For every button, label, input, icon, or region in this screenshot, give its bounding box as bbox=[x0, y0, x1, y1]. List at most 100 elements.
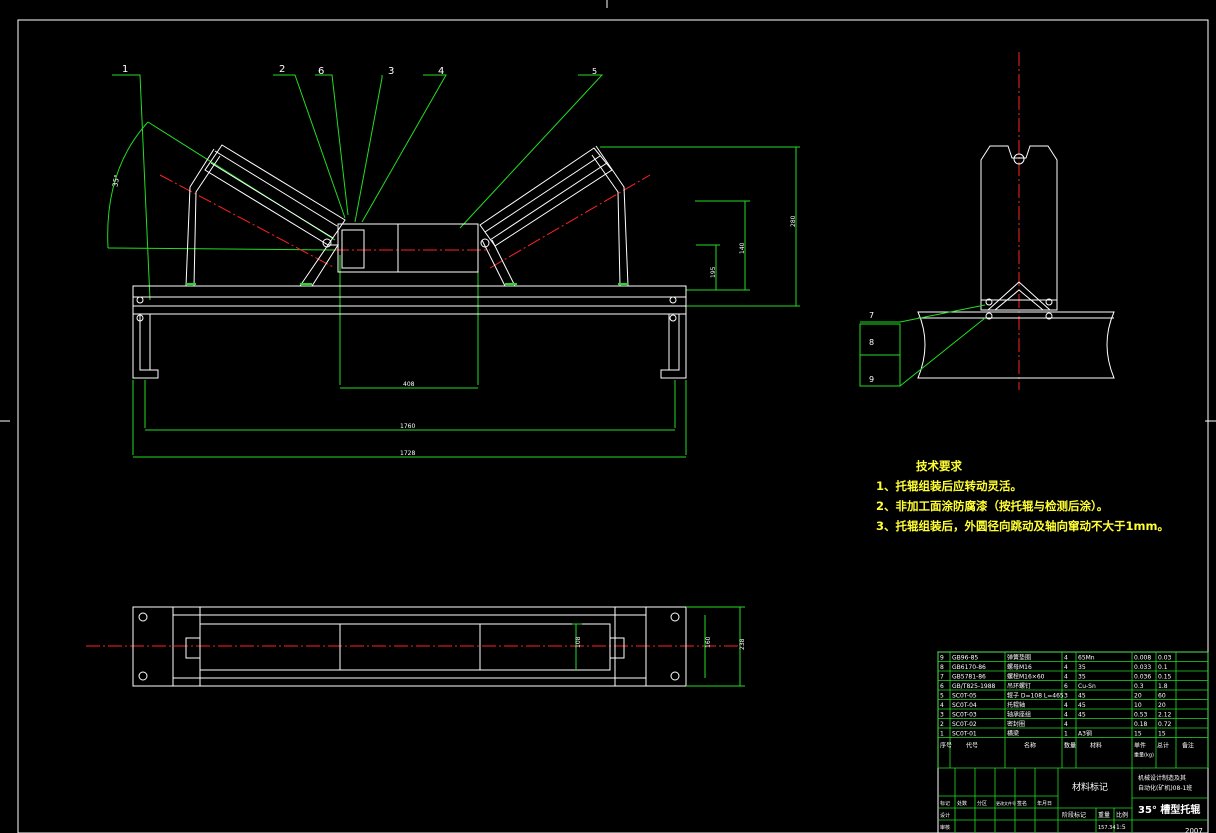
balloon-5: 5 bbox=[592, 67, 597, 76]
bom-weight-label: 重量(kg) bbox=[1134, 752, 1154, 759]
requirement-3: 3、托辊组装后，外圆径向跳动及轴向窜动不大于1mm。 bbox=[876, 519, 1169, 533]
sign-name: 签名 bbox=[1017, 800, 1027, 807]
balloon-6: 6 bbox=[318, 66, 324, 77]
weight-col: 重量 bbox=[1098, 811, 1110, 819]
bom-cell: 4 bbox=[1064, 712, 1068, 719]
bom-cell: 2 bbox=[940, 721, 944, 728]
bom-cell: GB6170-86 bbox=[952, 664, 986, 671]
bom-cell: 20 bbox=[1134, 693, 1142, 700]
side-view: 7 8 9 bbox=[859, 52, 1115, 390]
material-mark: 材料标记 bbox=[1072, 781, 1108, 793]
row-design: 设计 bbox=[940, 812, 950, 819]
technical-requirements: 技术要求 1、托辊组装后应转动灵活。 2、非加工面涂防腐漆（按托辊与检测后涂）。… bbox=[876, 456, 1176, 536]
bom-cell: A3钢 bbox=[1078, 730, 1092, 738]
balloon-leaders bbox=[107, 74, 800, 458]
bom-header-cell: 序号 bbox=[940, 742, 952, 750]
row-check: 审核 bbox=[940, 824, 950, 831]
bom-cell: SC0T-03 bbox=[952, 712, 977, 719]
bom-header-cell: 材料 bbox=[1090, 742, 1102, 750]
dim-408: 408 bbox=[403, 381, 415, 388]
dim-angle: 35° bbox=[111, 174, 121, 188]
bom-cell: 0.72 bbox=[1158, 721, 1172, 728]
balloon-3: 3 bbox=[388, 66, 394, 77]
bom-cell: 15 bbox=[1134, 731, 1142, 738]
bom-cell: 0.008 bbox=[1134, 655, 1151, 662]
sign-mark: 标记 bbox=[940, 800, 950, 807]
bom-cell: 螺栓M16×60 bbox=[1007, 673, 1045, 681]
scale-value: 1:5 bbox=[1116, 824, 1126, 831]
bom-cell: 65Mn bbox=[1078, 655, 1095, 662]
bom-cell: 4 bbox=[1064, 674, 1068, 681]
bom-cell: 轴承座组 bbox=[1007, 711, 1031, 719]
bom-header-cell: 备注 bbox=[1182, 742, 1194, 750]
side-balloon-8: 8 bbox=[869, 338, 874, 347]
bom-cell: 6 bbox=[1064, 683, 1068, 690]
bom-cell: 20 bbox=[1158, 702, 1166, 709]
bom-cell: 1 bbox=[1064, 731, 1068, 738]
bom-cell: 45 bbox=[1078, 702, 1086, 709]
bom-cell: 吊环螺钉 bbox=[1007, 682, 1031, 690]
bom-cell: 60 bbox=[1158, 693, 1166, 700]
bom-cell: 0.18 bbox=[1134, 721, 1148, 728]
dim-140: 140 bbox=[739, 242, 746, 254]
bom-cell: 0.15 bbox=[1158, 674, 1172, 681]
dim-280: 280 bbox=[790, 215, 797, 227]
bom-cell: 1 bbox=[940, 731, 944, 738]
bom-header-cell: 名称 bbox=[1024, 742, 1036, 750]
bom-cell: 6 bbox=[940, 683, 944, 690]
dim-plan-160: 160 bbox=[705, 636, 712, 648]
scale-col: 比例 bbox=[1116, 811, 1128, 819]
requirement-1: 1、托辊组装后应转动灵活。 bbox=[876, 479, 1023, 493]
bom-cell: 9 bbox=[940, 655, 944, 662]
bom-header-cell: 代号 bbox=[966, 742, 978, 750]
balloon-2: 2 bbox=[279, 64, 285, 75]
sign-count: 处数 bbox=[957, 800, 967, 807]
bom-cell: 0.3 bbox=[1134, 683, 1144, 690]
bom-header-cell: 数量 bbox=[1064, 742, 1076, 750]
bom-cell: 0.03 bbox=[1158, 655, 1172, 662]
bom-cell: 4 bbox=[1064, 664, 1068, 671]
front-view: 1 2 6 3 4 5 35° 408 1760 1728 195 140 28… bbox=[107, 64, 800, 458]
bom-cell: 5 bbox=[940, 693, 944, 700]
plan-view: 108 160 238 bbox=[86, 606, 746, 687]
bom-cell: GB96-85 bbox=[952, 655, 978, 662]
dim-1760: 1760 bbox=[400, 423, 415, 430]
school-line-1: 机械设计制造及其 bbox=[1138, 774, 1186, 782]
bom-cell: 4 bbox=[940, 702, 944, 709]
bom-cell: 15 bbox=[1158, 731, 1166, 738]
bom-cell: 螺母M16 bbox=[1007, 663, 1032, 671]
bom-cell: 45 bbox=[1078, 712, 1086, 719]
balloon-4: 4 bbox=[438, 66, 444, 77]
bom-cell: 0.1 bbox=[1158, 664, 1168, 671]
bom-cell: 3 bbox=[940, 712, 944, 719]
bom-cell: 2.12 bbox=[1158, 712, 1172, 719]
bom-cell: SC0T-05 bbox=[952, 693, 977, 700]
bom-cell: 7 bbox=[940, 674, 944, 681]
bom-cell: 横梁 bbox=[1007, 730, 1019, 738]
sign-doc: 更改文件号 bbox=[996, 800, 1016, 806]
requirement-2: 2、非加工面涂防腐漆（按托辊与检测后涂）。 bbox=[876, 499, 1109, 513]
bom-cell: 4 bbox=[1064, 702, 1068, 709]
bom-cell: 35 bbox=[1078, 664, 1086, 671]
bom-cell: SC0T-01 bbox=[952, 731, 977, 738]
bom-header-cell: 单件 bbox=[1134, 742, 1146, 750]
sign-date: 年月日 bbox=[1037, 800, 1052, 807]
bom-cell: 3 bbox=[1064, 693, 1068, 700]
bom-cell: GB/T825-1988 bbox=[952, 683, 996, 690]
bom-cell: SC0T-02 bbox=[952, 721, 977, 728]
bom-cell: 密封圈 bbox=[1007, 720, 1025, 728]
sign-zone: 分区 bbox=[977, 800, 987, 807]
bom-cell: 45 bbox=[1078, 693, 1086, 700]
bom-cell: 辊子 D=108 L=465 bbox=[1007, 692, 1064, 700]
dim-plan-108: 108 bbox=[575, 636, 582, 648]
bom-cell: SC0T-04 bbox=[952, 702, 977, 709]
dim-195: 195 bbox=[710, 266, 717, 278]
school-line-2: 自动化(矿机)08-1班 bbox=[1138, 784, 1192, 792]
bom-cell: 0.033 bbox=[1134, 664, 1151, 671]
balloon-1: 1 bbox=[122, 64, 128, 75]
bom-cell: Cu-Sn bbox=[1078, 683, 1096, 690]
dim-plan-238: 238 bbox=[739, 638, 746, 650]
